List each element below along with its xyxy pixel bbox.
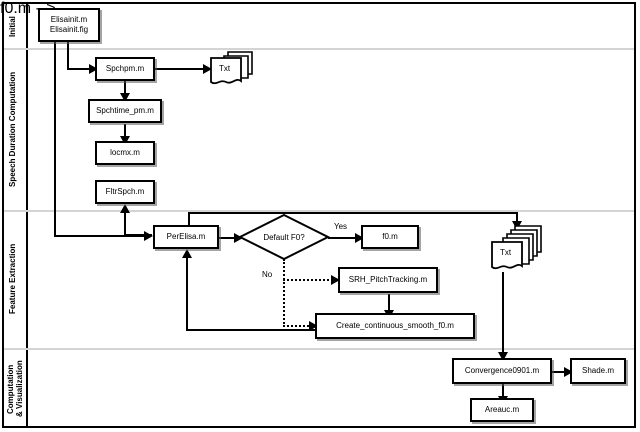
node-default-f0-label: Default F0?	[263, 232, 305, 242]
edge-convergence-to-shade	[551, 371, 569, 373]
edge-txtmid-drop-v	[516, 212, 518, 224]
node-spchtime-pm[interactable]: Spchtime_pm.m	[88, 99, 162, 123]
arrow-into-locmx	[120, 136, 130, 145]
edge-no-to-srh	[283, 279, 333, 281]
node-fltrspch[interactable]: FltrSpch.m	[95, 180, 155, 204]
edge-elisainit-to-perelisa-h	[54, 235, 150, 237]
edge-create-smooth-return-h	[186, 329, 318, 331]
edge-create-smooth-return-v	[186, 258, 188, 330]
edge-elisainit-to-spchpm-h	[67, 68, 95, 70]
edge-spchtime-to-locmx	[124, 124, 126, 138]
edge-spchpm-to-spchtime	[124, 81, 126, 95]
edge-to-fltrspch-v	[124, 212, 126, 236]
diagram-frame	[2, 2, 636, 428]
arrow-into-spchpm	[89, 64, 98, 74]
arrow-into-f0	[355, 233, 364, 243]
arrow-into-fltrspch	[120, 204, 130, 213]
edge-label-yes: Yes	[333, 222, 349, 231]
edge-elisainit-to-spchpm-v	[67, 41, 69, 69]
edge-perelisa-top-v	[188, 212, 190, 226]
arrow-into-txt-top	[203, 64, 212, 74]
arrow-into-spchtime	[120, 93, 130, 102]
lane-divider-1	[4, 48, 634, 50]
edge-label-no: No	[261, 270, 274, 279]
lane-rail	[26, 4, 28, 428]
arrow-into-create-smooth-dotted	[309, 321, 318, 331]
lane-divider-3	[4, 348, 634, 350]
edge-srh-to-create-smooth	[388, 294, 390, 312]
edge-convergence-to-areauc	[502, 384, 504, 398]
arrow-into-srh	[331, 275, 340, 285]
node-elisainit[interactable]: Elisainit.m Elisainit.fig	[38, 8, 100, 42]
node-perelisa[interactable]: PerElisa.m	[153, 225, 219, 249]
node-areauc[interactable]: Areauc.m	[470, 398, 534, 422]
lane-label-feature-extraction: Feature Extraction	[8, 243, 17, 315]
edge-no-to-create-smooth	[283, 325, 313, 327]
node-locmx[interactable]: locmx.m	[95, 141, 155, 165]
edge-spchpm-to-txt	[155, 68, 207, 70]
lane-divider-2	[4, 210, 634, 212]
lane-label-computation-visualization: Computation & Visualization	[6, 360, 24, 418]
node-txt-mid[interactable]: Txt	[489, 224, 545, 276]
node-txt-mid-label: Txt	[500, 248, 512, 257]
node-convergence0901[interactable]: Convergence0901.m	[452, 358, 552, 384]
arrow-into-decision	[234, 233, 243, 243]
node-srh-pitchtracking[interactable]: SRH_PitchTracking.m	[338, 267, 438, 293]
edge-elisainit-to-perelisa-v	[54, 41, 56, 237]
node-spchpm[interactable]: Spchpm.m	[95, 57, 155, 81]
edge-perelisa-to-decision	[218, 237, 238, 239]
arrow-into-perelisa-left	[144, 231, 153, 241]
lane-label-initial: Initial	[8, 16, 17, 38]
node-txt-top-label: Txt	[219, 64, 231, 73]
edge-txtmid-to-convergence	[502, 272, 504, 354]
node-txt-top[interactable]: Txt	[208, 48, 256, 90]
arrow-into-convergence	[498, 352, 508, 361]
node-default-f0[interactable]: Default F0?	[238, 213, 330, 261]
edge-decision-no-v	[283, 259, 285, 327]
lane-label-speech-duration: Speech Duration Computation	[8, 71, 17, 187]
node-create-continuous-smooth-f0[interactable]: Create_continuous_smooth_f0.m	[315, 313, 475, 339]
node-f0[interactable]: f0.m	[361, 225, 419, 249]
edge-perelisa-to-txtmid-h	[188, 212, 518, 214]
edge-decision-yes-to-f0	[328, 237, 360, 239]
edge-to-fltrspch-h	[124, 234, 152, 236]
arrow-into-perelisa-bottom	[182, 249, 192, 258]
node-shade[interactable]: Shade.m	[570, 358, 626, 384]
arrow-into-shade	[564, 367, 573, 377]
